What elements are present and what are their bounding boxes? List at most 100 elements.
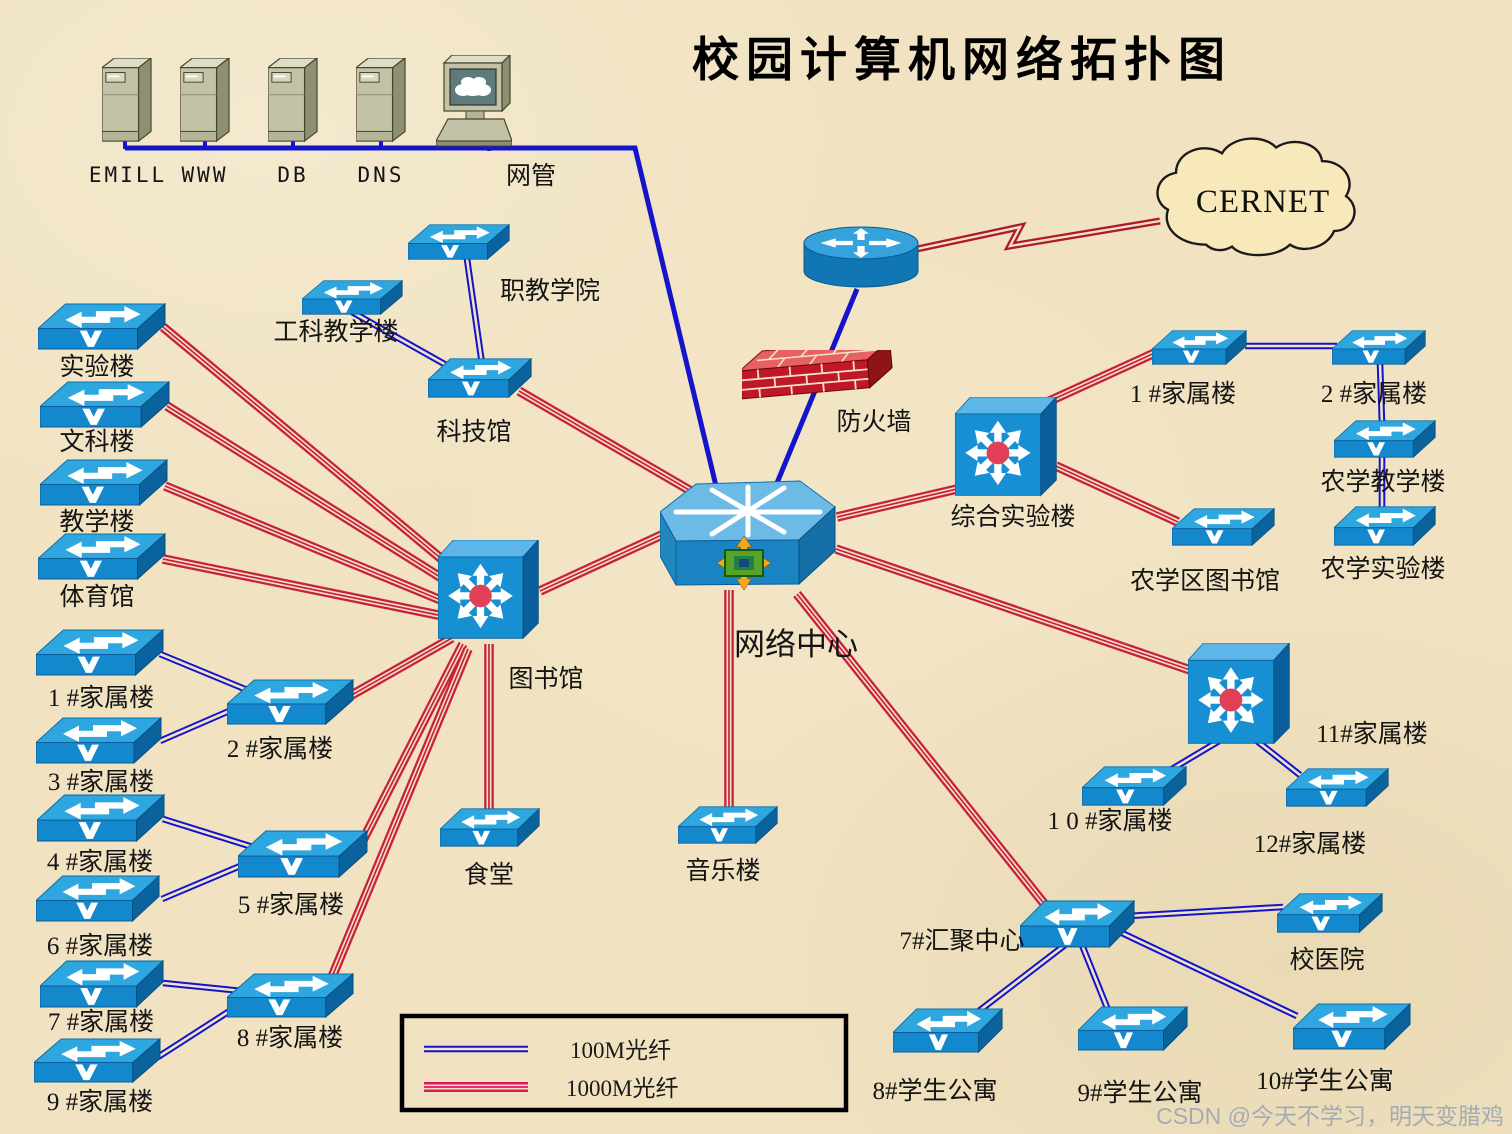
switch-famr2[interactable] (1332, 331, 1425, 364)
watermark: CSDN @今天不学习，明天变腊鸡 (1156, 1103, 1504, 1129)
label-fam10: 1 0 #家属楼 (1047, 807, 1172, 835)
switch-agg7[interactable] (1020, 901, 1134, 947)
switch-fam1[interactable] (36, 630, 163, 675)
link-vocational-scitech (465, 258, 484, 365)
label-fam4: 4 #家属楼 (47, 848, 153, 876)
link-fam4-fam5 (162, 817, 260, 851)
link-gym-library (162, 558, 444, 617)
label-fam7: 7 #家属楼 (48, 1008, 154, 1036)
server-db[interactable] (268, 58, 318, 143)
switch-liberal[interactable] (40, 382, 169, 427)
management-pc-label: 网管 (506, 162, 556, 190)
switch-teach[interactable] (40, 460, 167, 505)
link-agg7-hospital (1127, 905, 1284, 918)
switch-library[interactable] (438, 540, 538, 638)
link-router-cernet (916, 217, 1161, 253)
legend-1000m-label: 1000M光纤 (566, 1076, 678, 1101)
label-teach: 教学楼 (59, 508, 134, 536)
label-fam6: 6 #家属楼 (47, 932, 153, 960)
server-www[interactable] (180, 58, 230, 143)
label-firewall: 防火墙 (836, 408, 911, 436)
switch-fam7[interactable] (40, 961, 163, 1007)
switch-engineering[interactable] (302, 281, 402, 314)
link-fam6-fam5 (161, 859, 253, 901)
management-pc[interactable] (436, 55, 512, 147)
server-dns[interactable] (356, 58, 406, 143)
switch-dorm9[interactable] (1078, 1007, 1187, 1050)
links-layer (123, 138, 1386, 1060)
link-fam1-fam2 (159, 652, 253, 694)
legend: 100M光纤 1000M光纤 (399, 1013, 849, 1113)
switch-dorm8[interactable] (893, 1009, 1002, 1052)
server-dns-label: DNS (358, 163, 405, 187)
switch-lab[interactable] (38, 304, 165, 349)
switch-agrilab[interactable] (1334, 507, 1435, 545)
label-famr1: 1 #家属楼 (1130, 380, 1236, 408)
label-agrilib: 农学区图书馆 (1130, 567, 1280, 595)
link-famr2-agriteach (1378, 362, 1384, 425)
label-engineering: 工科教学楼 (273, 318, 398, 346)
switch-gym[interactable] (38, 534, 165, 579)
link-teach-library (164, 485, 444, 602)
switch-fam5[interactable] (238, 831, 367, 877)
switch-agrilib[interactable] (1172, 509, 1274, 545)
label-vocational: 职教学院 (500, 277, 600, 305)
switch-fam10[interactable] (1082, 767, 1186, 805)
switch-fam3[interactable] (36, 718, 161, 763)
label-agrilab: 农学实验楼 (1320, 555, 1445, 583)
label-fam11: 11#家属楼 (1316, 720, 1428, 748)
firewall-icon[interactable] (738, 340, 895, 400)
switch-fam9[interactable] (34, 1039, 160, 1082)
link-lab-library (162, 326, 451, 567)
switch-fam6[interactable] (36, 876, 159, 921)
label-fam5: 5 #家属楼 (238, 891, 344, 919)
label-liberal: 文科楼 (59, 428, 134, 456)
link-fam2-library (349, 637, 453, 697)
server-db-label: DB (277, 163, 308, 187)
border-router[interactable] (804, 227, 918, 287)
switch-famr1[interactable] (1152, 331, 1246, 364)
label-fam1: 1 #家属楼 (48, 684, 154, 712)
legend-box (399, 1013, 849, 1113)
link-engineering-scitech (351, 310, 456, 372)
switch-hospital[interactable] (1277, 894, 1382, 932)
cernet-label: CERNET (1196, 184, 1330, 220)
label-fam8: 8 #家属楼 (237, 1024, 343, 1052)
switch-complab[interactable] (955, 397, 1056, 495)
link-netcenter-agg7 (796, 593, 1047, 907)
link-fam7-fam8 (162, 981, 243, 993)
switch-canteen[interactable] (440, 809, 539, 846)
switch-agriteach[interactable] (1334, 421, 1435, 457)
server-emill[interactable] (102, 58, 152, 143)
link-fam5-library (359, 643, 464, 847)
link-library-netcenter (539, 532, 667, 592)
switch-vocational[interactable] (408, 225, 509, 259)
link-agg7-dorm9 (1080, 944, 1110, 1011)
link-fam8-library (331, 648, 469, 978)
core-switch-netcenter[interactable] (660, 481, 835, 590)
label-canteen: 食堂 (464, 861, 514, 889)
link-router-cernet (916, 219, 1161, 251)
server-emill-label: EMILL (89, 163, 167, 187)
switch-dorm10[interactable] (1293, 1004, 1410, 1049)
label-complab: 综合实验楼 (950, 503, 1075, 531)
legend-100m-label: 100M光纤 (570, 1038, 671, 1063)
link-server-stubs (123, 138, 491, 151)
label-fam12: 12#家属楼 (1254, 830, 1367, 858)
link-liberal-library (166, 405, 449, 583)
link-fam11-fam12 (1256, 739, 1301, 777)
switch-fam8[interactable] (227, 974, 353, 1017)
label-netcenter: 网络中心 (734, 627, 858, 662)
link-agg7-dorm8 (974, 943, 1066, 1016)
label-library: 图书馆 (508, 665, 583, 693)
label-fam9: 9 #家属楼 (47, 1088, 153, 1116)
server-www-label: WWW (182, 163, 229, 187)
switch-music[interactable] (678, 807, 777, 843)
link-scitech-netcenter (518, 390, 697, 495)
switch-fam4[interactable] (37, 795, 164, 841)
link-netcenter-fam11 (835, 548, 1194, 672)
switch-fam11[interactable] (1188, 643, 1289, 743)
label-dorm10: 10#学生公寓 (1256, 1067, 1394, 1095)
switch-fam12[interactable] (1286, 769, 1388, 806)
